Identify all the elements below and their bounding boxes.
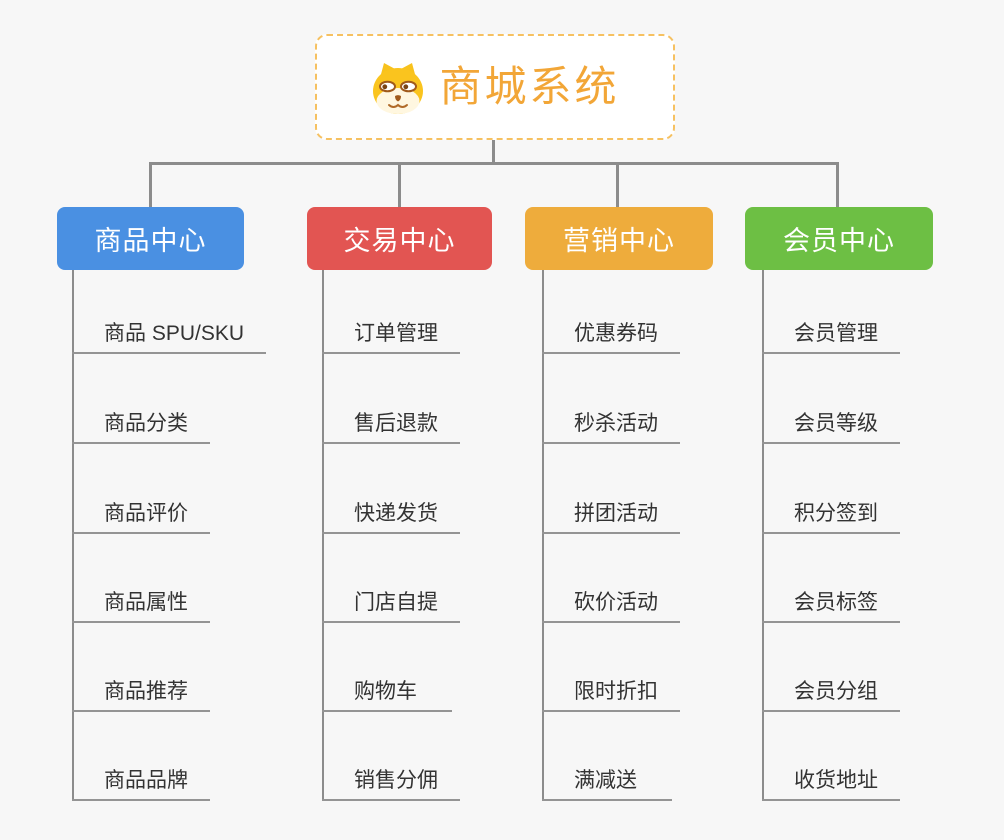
connector-root-stem	[492, 140, 495, 164]
branch-children-marketing-center: 优惠券码 秒杀活动 拼团活动 砍价活动 限时折扣 满减送	[542, 270, 802, 805]
branch-children-trade-center: 订单管理 售后退款 快递发货 门店自提 购物车 销售分佣	[322, 270, 582, 805]
root-node[interactable]: 商城系统	[315, 34, 675, 140]
leaf-item[interactable]: 会员分组	[762, 672, 900, 712]
branch-children-member-center: 会员管理 会员等级 积分签到 会员标签 会员分组 收货地址	[762, 270, 1004, 805]
leaf-item[interactable]: 商品属性	[72, 583, 210, 623]
leaf-item[interactable]: 满减送	[542, 761, 672, 801]
leaf-item[interactable]: 拼团活动	[542, 494, 680, 534]
leaf-item[interactable]: 会员标签	[762, 583, 900, 623]
branch-trunk-line	[542, 270, 544, 800]
branch-children-product-center: 商品 SPU/SKU 商品分类 商品评价 商品属性 商品推荐 商品品牌	[72, 270, 332, 805]
branch-label: 营销中心	[563, 226, 675, 256]
leaf-item[interactable]: 销售分佣	[322, 761, 460, 801]
leaf-item[interactable]: 购物车	[322, 672, 452, 712]
branch-label: 交易中心	[343, 226, 456, 256]
branch-trunk-line	[72, 270, 74, 800]
leaf-item[interactable]: 秒杀活动	[542, 404, 680, 444]
leaf-item[interactable]: 收货地址	[762, 761, 900, 801]
leaf-item[interactable]: 商品品牌	[72, 761, 210, 801]
connector-drop-marketing	[616, 162, 619, 208]
branch-node-marketing-center[interactable]: 营销中心	[525, 207, 713, 270]
branch-node-product-center[interactable]: 商品中心	[57, 207, 244, 270]
leaf-item[interactable]: 优惠券码	[542, 314, 680, 354]
branch-trunk-line	[322, 270, 324, 800]
branch-label: 会员中心	[783, 226, 895, 256]
leaf-item[interactable]: 快递发货	[322, 494, 460, 534]
dog-face-icon	[373, 63, 424, 114]
leaf-item[interactable]: 售后退款	[322, 404, 460, 444]
connector-drop-product	[149, 162, 152, 208]
leaf-item[interactable]: 商品评价	[72, 494, 210, 534]
branch-trunk-line	[762, 270, 764, 800]
leaf-item[interactable]: 限时折扣	[542, 672, 680, 712]
connector-drop-trade	[398, 162, 401, 208]
leaf-item[interactable]: 砍价活动	[542, 583, 680, 623]
branch-node-trade-center[interactable]: 交易中心	[307, 207, 492, 270]
branch-node-member-center[interactable]: 会员中心	[745, 207, 933, 270]
leaf-item[interactable]: 订单管理	[322, 314, 460, 354]
leaf-item[interactable]: 商品推荐	[72, 672, 210, 712]
leaf-item[interactable]: 商品分类	[72, 404, 210, 444]
leaf-item[interactable]: 会员管理	[762, 314, 900, 354]
leaf-item[interactable]: 商品 SPU/SKU	[72, 314, 267, 354]
branch-label: 商品中心	[94, 226, 207, 256]
root-title: 商城系统	[439, 63, 620, 110]
leaf-item[interactable]: 会员等级	[762, 404, 900, 444]
leaf-item[interactable]: 积分签到	[762, 494, 900, 534]
connector-horizontal-line	[149, 162, 839, 165]
connector-drop-member	[836, 162, 839, 208]
leaf-item[interactable]: 门店自提	[322, 583, 460, 623]
